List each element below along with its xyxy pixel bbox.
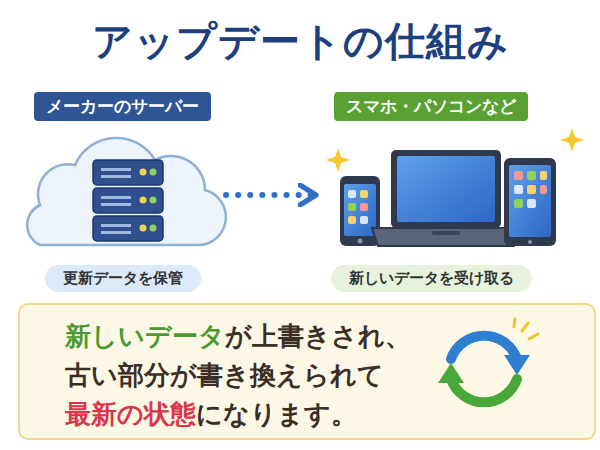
tablet-icon-part [509,165,551,237]
smartphone-icon-part [360,216,368,224]
server-stack-part [93,188,163,213]
server-stack-part [93,160,163,185]
smartphone-icon-part [358,239,363,244]
server-stack-part [140,169,147,176]
flow-arrow [226,192,314,198]
device-group: メーカーのサーバー更新データを保管 [25,92,220,292]
tablet-icon-part [540,171,547,180]
refresh-arrows-part [522,323,528,331]
smartphone-icon-part [348,190,356,198]
server-stack-part [101,203,131,206]
server-stack-part [101,168,131,171]
laptop-icon-part [372,228,520,246]
laptop-icon-part [391,150,501,228]
smartphone-icon-part [360,203,368,211]
laptop-icon-part [432,231,460,235]
summary-text: 新しいデータが上書きされ、古い部分が書き換えられて最新の状態になります。 [65,317,594,434]
tablet-icon-part [528,240,532,244]
server-stack-part [101,175,131,178]
text-run: が上書きされ、 [225,321,411,351]
laptop-icon [372,150,520,246]
refresh-arrows [438,319,538,402]
refresh-arrows-part [438,363,464,383]
sparkle-part [326,148,350,172]
smartphone-icon-part [348,203,356,211]
diagram-title: アップデートの仕組み [0,14,600,69]
group-caption: 新しいデータを受け取る [331,265,532,292]
tablet-icon-part [527,171,536,180]
tablet-icon-part [527,199,536,208]
server-stack-part [101,231,131,234]
tablet-icon [504,158,556,246]
server-stack-part [140,225,147,232]
cloud [27,138,226,245]
refresh-arrows-part [529,334,538,339]
tablet-icon-part [527,185,536,194]
text-run: 新しいデータ [65,321,225,351]
group-header: スマホ・パソコンなど [334,92,528,121]
text-run: になります。 [196,399,357,429]
summary-box: 新しいデータが上書きされ、古い部分が書き換えられて最新の状態になります。 [18,303,596,440]
server-stack-part [140,197,147,204]
server-stack-part [101,224,131,227]
tablet-icon-part [514,199,523,208]
tablet-icon-part [540,185,547,194]
server-stack-part [150,225,157,232]
cloud-part [27,138,226,245]
text-run: 古い部分が書き換えられて [65,360,384,390]
smartphone-icon-part [360,190,368,198]
refresh-arrows-part [514,319,515,327]
device-group: スマホ・パソコンなど新しいデータを受け取る [322,92,540,292]
laptop-icon-part [397,156,495,222]
server-stack-part [150,169,157,176]
refresh-icon [424,317,544,417]
server-stack-part [150,197,157,204]
group-caption: 更新データを保管 [45,265,201,292]
tablet-icon-part [514,171,523,180]
tablet-icon-part [504,158,556,246]
group-header: メーカーのサーバー [34,92,211,121]
refresh-arrows-part [504,355,530,375]
server-stack-part [101,196,131,199]
tablet-icon-part [514,185,523,194]
server-stack [93,160,163,241]
text-run: 最新の状態 [65,399,196,429]
smartphone-icon-part [348,216,356,224]
server-stack-part [93,216,163,241]
sparkle-part [560,128,584,152]
